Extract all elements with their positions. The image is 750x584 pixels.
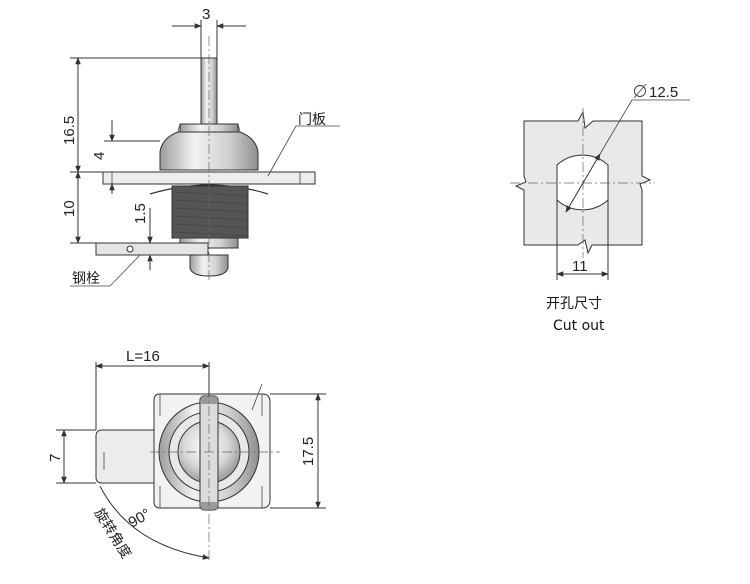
- side-view: 3 16.5 4 10 1.5 门板 钢栓: [61, 6, 340, 287]
- cutout-view: 12.5 11 开孔尺寸 Cut out: [510, 83, 690, 334]
- rotation-angle-label: 旋转角度: [91, 506, 134, 562]
- diameter-dim: 12.5: [649, 84, 678, 101]
- cutout-hole: [556, 154, 609, 211]
- cam-thickness-dim: 1.5: [132, 203, 149, 224]
- flat-width-dim: 11: [572, 258, 588, 275]
- nut-height-dim: 4: [91, 152, 108, 160]
- housing-height-dim: 17.5: [300, 437, 317, 466]
- total-height-dim: 16.5: [61, 116, 78, 145]
- cam-width-dim: 7: [47, 454, 64, 462]
- cutout-title-en: Cut out: [553, 318, 605, 334]
- length-dim: L=16: [126, 348, 160, 365]
- front-view: L=16 7 17.5 90° 旋转角度: [47, 348, 326, 562]
- cam-plate: [95, 242, 209, 256]
- shaft-width-dim: 3: [202, 6, 210, 23]
- rotation-angle: 90°: [126, 505, 154, 531]
- steel-cam-label: 钢栓: [72, 271, 100, 287]
- threaded-body: [171, 185, 249, 239]
- panel-gap-dim: 10: [61, 200, 78, 217]
- door-panel-label: 门板: [298, 112, 326, 128]
- cutout-title-cn: 开孔尺寸: [546, 296, 602, 312]
- spring-washer: [149, 184, 269, 195]
